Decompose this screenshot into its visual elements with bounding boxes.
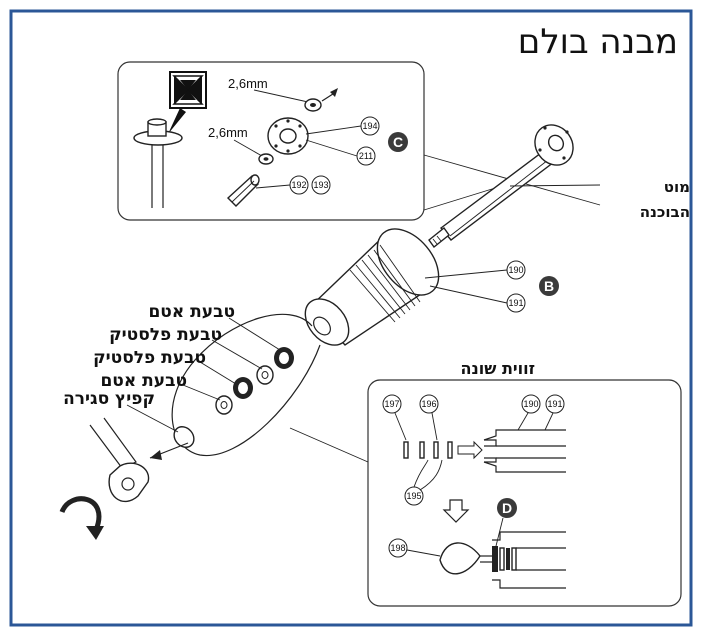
label-plastic-ring-2: טבעת פלסטיק [93, 348, 206, 368]
part-193: 193 [311, 175, 331, 195]
svg-text:C: C [393, 134, 403, 150]
tool-illustration [89, 417, 150, 503]
shaft-label-line2: הבוכנה [640, 203, 690, 221]
svg-text:194: 194 [362, 121, 377, 131]
dim-label-upper: 2,6mm [228, 76, 268, 91]
label-closing-clip: קפיץ סגירה [63, 389, 155, 409]
svg-text:193: 193 [313, 180, 328, 190]
label-plastic-ring-1: טבעת פלסטיק [109, 325, 222, 345]
part-194: 194 [360, 116, 380, 136]
svg-text:198: 198 [390, 543, 405, 553]
part-190-inset: 190 [521, 394, 541, 414]
label-seal-ring-1: טבעת אטם [148, 302, 235, 322]
badge-b: B [539, 276, 559, 296]
badge-c: C [388, 132, 408, 152]
part-191-main: 191 [506, 293, 526, 313]
svg-text:190: 190 [523, 399, 538, 409]
piston-rod [428, 124, 574, 249]
flange-disc [267, 117, 309, 155]
seal-ring-2 [215, 395, 233, 415]
shaft-label-line1: מוט [664, 178, 690, 196]
part-198: 198 [388, 538, 408, 558]
bolt-illustration [133, 118, 183, 208]
badge-d: D [497, 498, 517, 518]
svg-text:211: 211 [359, 151, 373, 161]
outer-frame [9, 9, 693, 627]
plastic-ring-2 [233, 377, 253, 399]
closing-clip [173, 426, 195, 448]
part-190-main: 190 [506, 260, 526, 280]
part-192: 192 [289, 175, 309, 195]
hex-nut-direction-icon [168, 71, 207, 134]
rotate-arrow-icon [59, 496, 104, 540]
svg-text:191: 191 [547, 399, 562, 409]
inset-c: 2,6mm 2,6mm [117, 61, 601, 221]
page-title: מבנה בולם [518, 22, 678, 62]
label-seal-ring-2: טבעת אטם [100, 371, 187, 391]
svg-text:191: 191 [508, 298, 523, 308]
inset-d: זווית שונה 197 196 190 191 [289, 359, 682, 607]
part-197: 197 [382, 394, 402, 414]
inset-d-caption: זווית שונה [461, 359, 535, 378]
svg-text:B: B [544, 278, 554, 294]
svg-text:190: 190 [508, 265, 523, 275]
rod-end [226, 174, 260, 207]
part-196: 196 [419, 394, 439, 414]
exploded-outline [171, 313, 321, 457]
svg-text:195: 195 [406, 491, 421, 501]
svg-text:197: 197 [384, 399, 399, 409]
part-191-inset: 191 [545, 394, 565, 414]
seal-ring-1 [274, 347, 294, 369]
dim-label-lower: 2,6mm [208, 125, 248, 140]
part-211: 211 [356, 146, 376, 166]
svg-text:196: 196 [421, 399, 436, 409]
shock-body [304, 228, 440, 346]
svg-text:192: 192 [291, 180, 306, 190]
plastic-ring-1 [256, 365, 274, 385]
svg-text:D: D [502, 500, 512, 516]
